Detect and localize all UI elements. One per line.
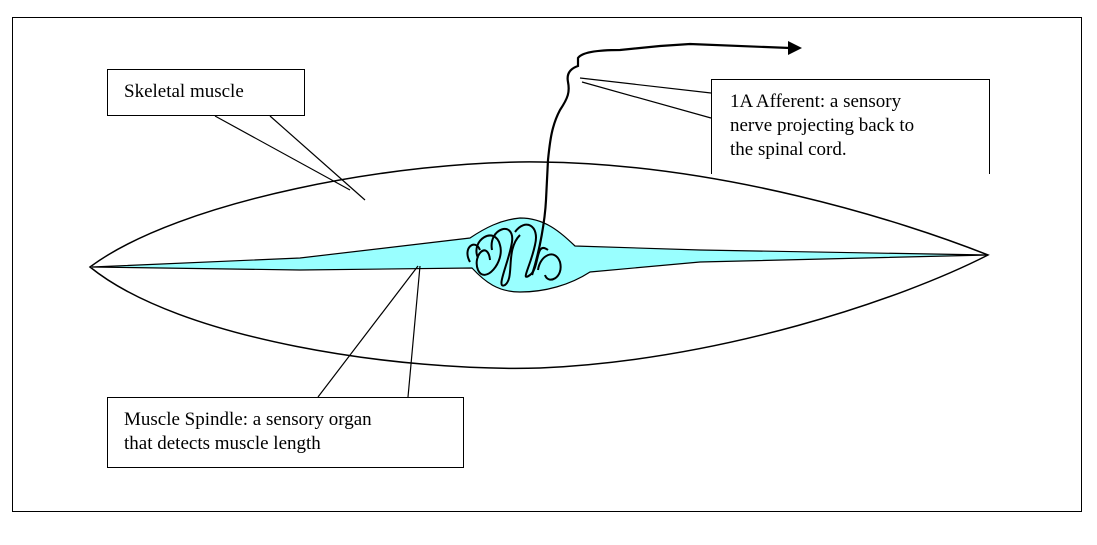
afferent-label-line-2: nerve projecting back to <box>730 115 915 136</box>
afferent-label-line-1: 1A Afferent: a sensory <box>730 91 902 112</box>
spindle-label-line-2: that detects muscle length <box>124 433 321 454</box>
afferent-callout: 1A Afferent: a sensory nerve projecting … <box>711 79 990 174</box>
muscle-spindle-callout: Muscle Spindle: a sensory organ that det… <box>107 397 464 468</box>
diagram-frame <box>12 17 1082 512</box>
skeletal-muscle-callout: Skeletal muscle <box>107 69 305 116</box>
afferent-nerve-fiber <box>530 42 791 276</box>
spindle-label-line-1: Muscle Spindle: a sensory organ <box>124 409 372 430</box>
afferent-label-line-3: the spinal cord. <box>730 139 847 160</box>
muscle-spindle-body <box>91 217 989 293</box>
callout-pointers <box>214 77 712 398</box>
skeletal-muscle-label: Skeletal muscle <box>124 81 244 102</box>
afferent-arrowhead <box>788 41 802 55</box>
